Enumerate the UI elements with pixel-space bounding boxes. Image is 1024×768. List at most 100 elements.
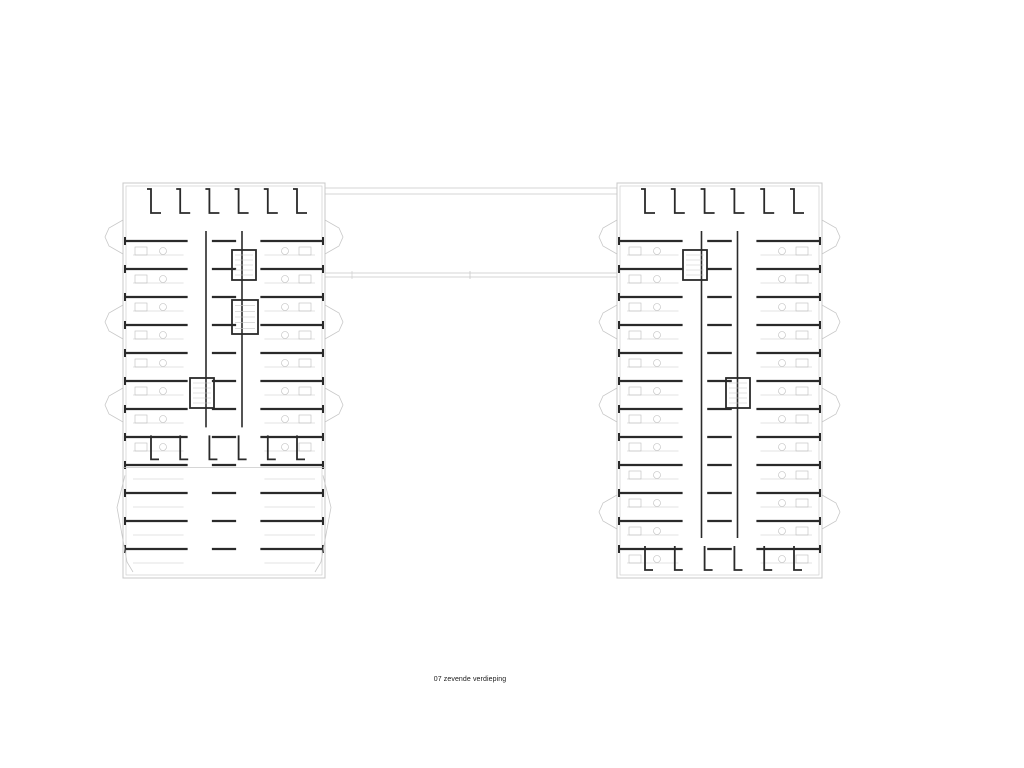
unit-wall xyxy=(234,188,249,214)
furniture xyxy=(159,275,167,283)
furniture xyxy=(778,331,786,339)
furniture xyxy=(653,415,661,423)
balcony-bay-left xyxy=(598,387,618,423)
unit-wall xyxy=(644,546,653,571)
unit-wall xyxy=(147,188,161,214)
balcony-bay-right xyxy=(324,219,344,255)
furniture xyxy=(628,414,642,424)
furniture xyxy=(159,443,167,451)
furniture xyxy=(653,471,661,479)
furniture xyxy=(298,414,312,424)
furniture xyxy=(134,386,148,396)
furniture xyxy=(795,498,809,508)
furniture xyxy=(298,386,312,396)
unit-wall xyxy=(673,546,683,571)
unit-wall xyxy=(150,435,159,461)
furniture xyxy=(298,302,312,312)
furniture xyxy=(795,414,809,424)
furniture xyxy=(281,331,289,339)
unit-wall xyxy=(266,435,276,461)
furniture xyxy=(628,470,642,480)
furniture xyxy=(653,499,661,507)
furniture xyxy=(628,302,642,312)
furniture xyxy=(653,555,661,563)
unit-wall xyxy=(176,188,191,214)
furniture xyxy=(281,387,289,395)
balcony-bay-right xyxy=(821,494,841,530)
balcony-bay-right xyxy=(821,219,841,255)
furniture xyxy=(778,303,786,311)
furniture xyxy=(628,246,642,256)
furniture xyxy=(653,275,661,283)
unit-wall xyxy=(700,188,715,214)
furniture xyxy=(134,274,148,284)
connecting-walkway xyxy=(325,187,617,279)
furniture xyxy=(628,526,642,536)
furniture xyxy=(134,302,148,312)
furniture xyxy=(795,302,809,312)
unit-wall xyxy=(208,435,218,461)
unit-wall xyxy=(263,188,278,214)
furniture xyxy=(653,303,661,311)
unit-wall xyxy=(793,546,802,571)
furniture xyxy=(795,442,809,452)
furniture xyxy=(159,247,167,255)
stair-core xyxy=(189,377,215,409)
unit-wall xyxy=(730,188,745,214)
unit-wall xyxy=(293,188,307,214)
balcony-bay-left xyxy=(104,387,124,423)
tower-left-plan xyxy=(104,182,344,579)
furniture xyxy=(298,358,312,368)
furniture xyxy=(795,358,809,368)
furniture xyxy=(795,554,809,564)
furniture xyxy=(134,358,148,368)
furniture xyxy=(653,331,661,339)
furniture xyxy=(653,527,661,535)
unit-wall xyxy=(296,435,305,461)
balcony-bay-left xyxy=(104,304,124,340)
unit-wall xyxy=(237,435,247,461)
unit-wall xyxy=(670,188,685,214)
furniture xyxy=(778,387,786,395)
unit-wall xyxy=(205,188,220,214)
furniture xyxy=(795,526,809,536)
unit-wall xyxy=(703,546,713,571)
furniture xyxy=(298,274,312,284)
balcony-bay-right xyxy=(324,304,344,340)
furniture xyxy=(159,359,167,367)
furniture xyxy=(628,554,642,564)
tower-outline xyxy=(122,182,326,579)
furniture xyxy=(159,387,167,395)
balcony-bay-right xyxy=(324,387,344,423)
unit-wall xyxy=(760,188,775,214)
drawing-caption: 07 zevende verdieping xyxy=(433,676,507,683)
furniture xyxy=(134,442,148,452)
balcony-bay-left xyxy=(598,494,618,530)
terrace-outline xyxy=(116,475,134,573)
tower-outline xyxy=(616,182,823,579)
stair-core xyxy=(231,249,257,281)
furniture xyxy=(778,275,786,283)
balcony-bay-left xyxy=(598,219,618,255)
furniture xyxy=(298,246,312,256)
furniture xyxy=(653,387,661,395)
stair-core xyxy=(725,377,751,409)
furniture xyxy=(159,303,167,311)
furniture xyxy=(281,303,289,311)
furniture xyxy=(281,247,289,255)
balcony-bay-right xyxy=(821,304,841,340)
stair-core xyxy=(682,249,708,281)
furniture xyxy=(628,442,642,452)
furniture xyxy=(778,359,786,367)
furniture xyxy=(778,415,786,423)
furniture xyxy=(795,386,809,396)
terrace-outline xyxy=(314,475,332,573)
unit-wall xyxy=(763,546,773,571)
furniture xyxy=(628,274,642,284)
unit-wall xyxy=(179,435,189,461)
unit-wall xyxy=(733,546,743,571)
furniture xyxy=(281,415,289,423)
furniture xyxy=(159,415,167,423)
